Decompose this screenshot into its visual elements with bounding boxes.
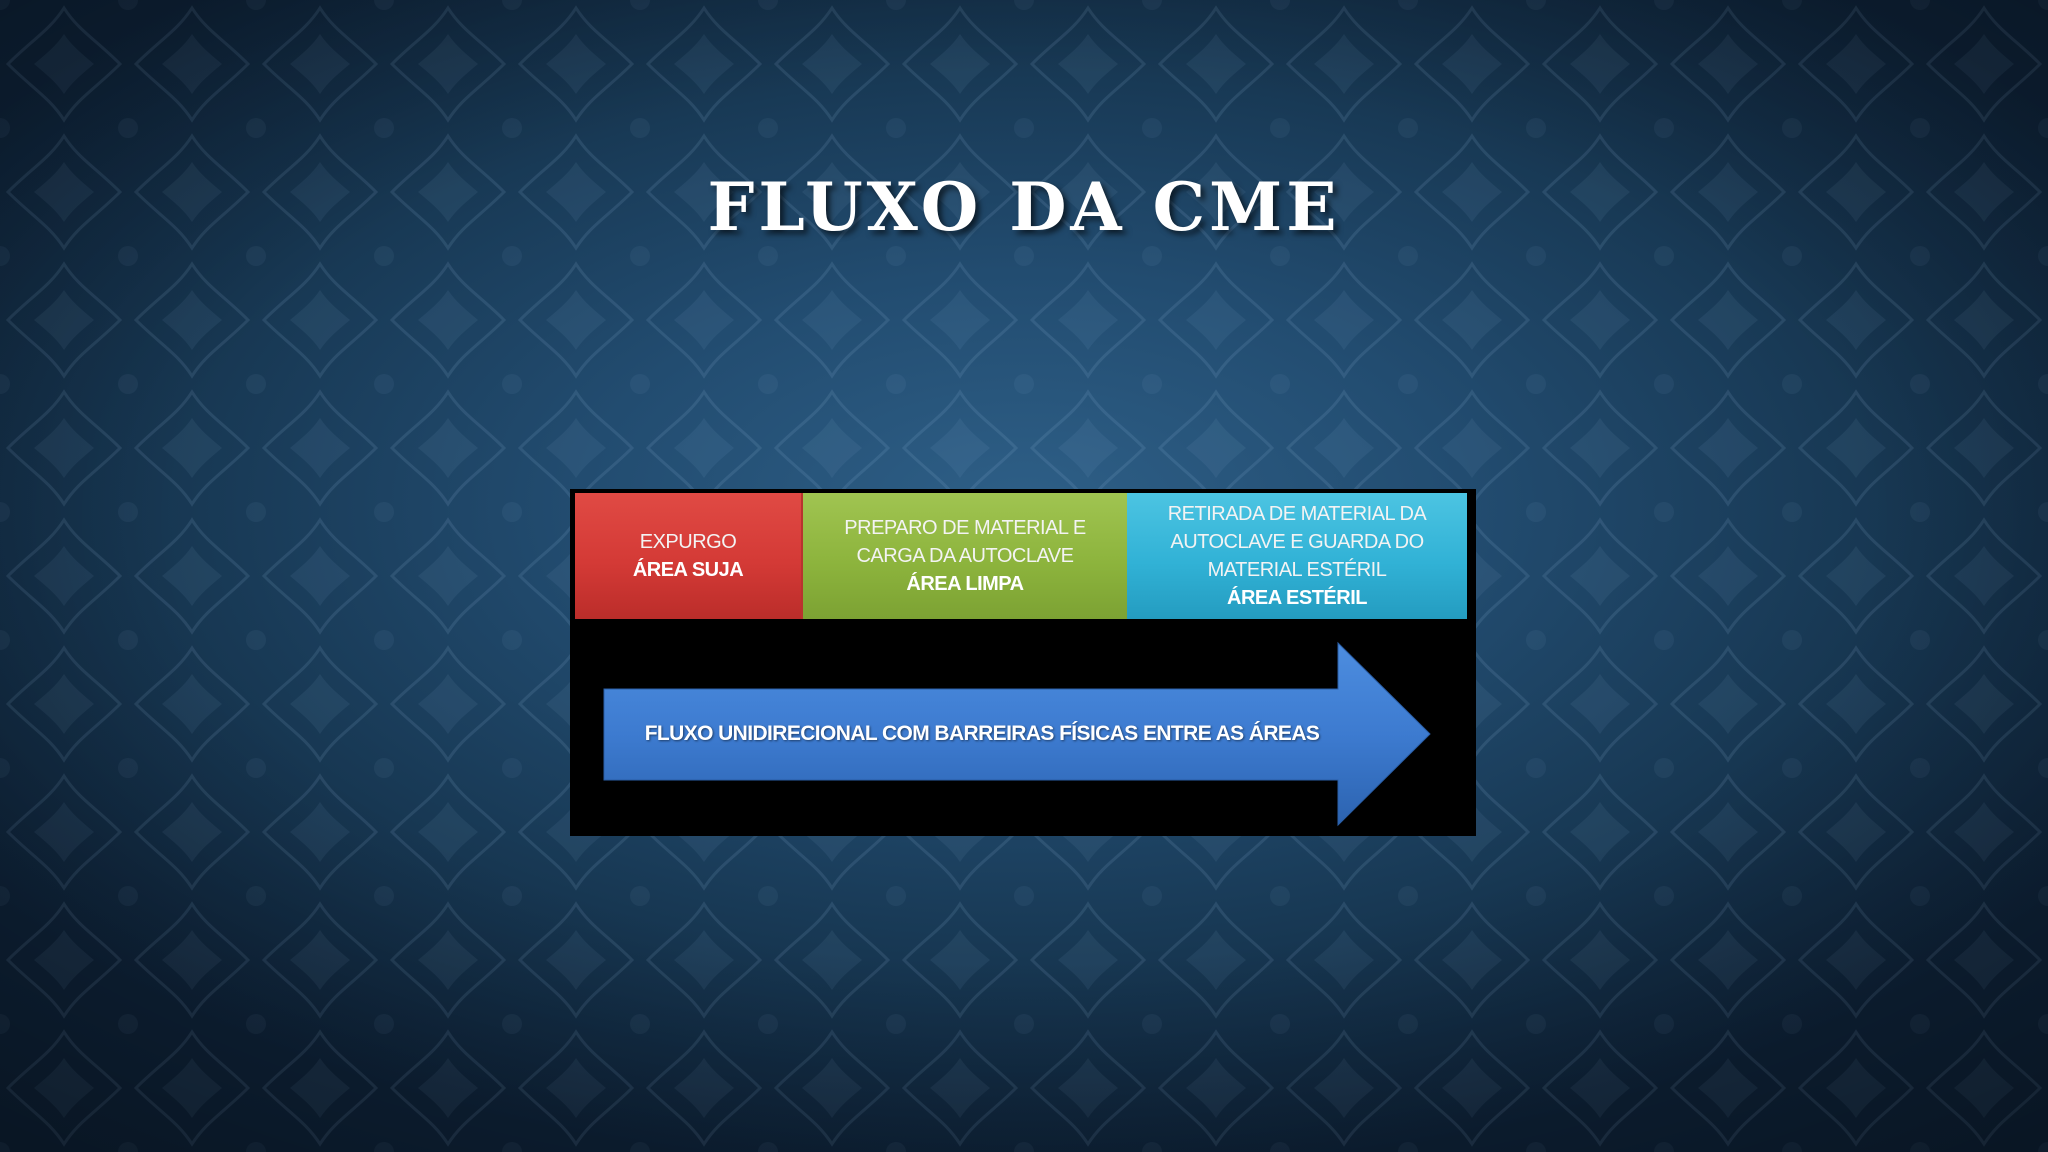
area-preparo: PREPARO DE MATERIAL E CARGA DA AUTOCLAVE… [803,493,1127,619]
area-esteril: RETIRADA DE MATERIAL DA AUTOCLAVE E GUAR… [1127,493,1467,619]
area-preparo-text-line-2: CARGA DA AUTOCLAVE [856,545,1074,567]
area-expurgo: EXPURGO ÁREA SUJA [575,493,803,619]
flow-arrow-label: FLUXO UNIDIRECIONAL COM BARREIRAS FÍSICA… [644,722,1320,745]
area-esteril-zone-label: ÁREA ESTÉRIL [1227,587,1367,609]
area-preparo-zone-label: ÁREA LIMPA [906,573,1024,595]
area-esteril-text-line-1: RETIRADA DE MATERIAL DA [1167,503,1427,525]
area-esteril-text-line-2: AUTOCLAVE E GUARDA DO [1170,531,1424,553]
area-esteril-text-line-3: MATERIAL ESTÉRIL [1207,559,1387,581]
area-expurgo-zone-label: ÁREA SUJA [632,559,744,581]
area-expurgo-text-line-1: EXPURGO [639,531,737,553]
cme-flow-diagram: EXPURGO ÁREA SUJA PREPARO DE MATERIAL E … [570,489,1476,836]
flow-arrow [603,641,1431,827]
area-preparo-text-line-1: PREPARO DE MATERIAL E [844,517,1086,539]
slide-title: FLUXO DA CME [707,168,1341,246]
flow-arrow-shape [603,641,1431,827]
